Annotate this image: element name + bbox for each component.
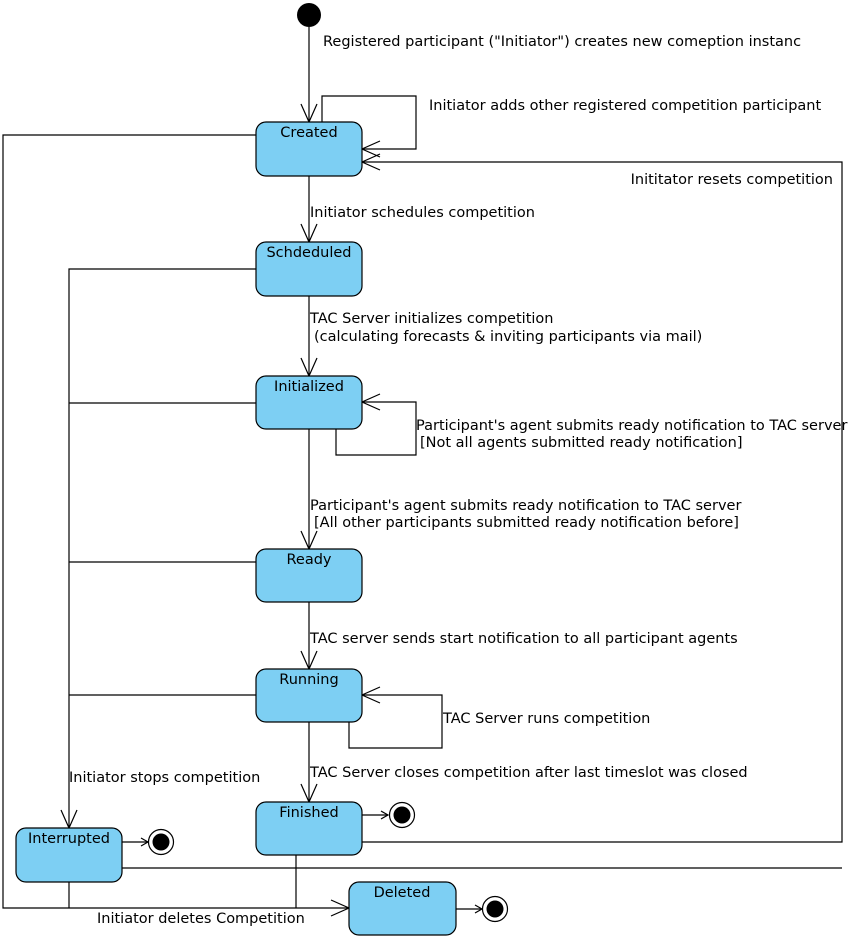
state-label: Created	[280, 125, 337, 141]
label-ready-partial: Participant's agent submits ready notifi…	[416, 418, 847, 434]
initial-node	[297, 3, 321, 27]
label-add-participant: Initiator adds other registered competit…	[429, 98, 821, 114]
label-ready-all-guard: [All other participants submitted ready …	[314, 515, 739, 531]
label-delete: Initiator deletes Competition	[97, 911, 305, 927]
state-ready: Ready	[255, 548, 363, 603]
state-label: Running	[279, 672, 338, 688]
edge-stop	[68, 268, 256, 828]
state-label: Ready	[286, 552, 331, 568]
label-ready-all: Participant's agent submits ready notifi…	[310, 498, 741, 514]
state-deleted: Deleted	[348, 881, 457, 936]
label-create: Registered participant ("Initiator") cre…	[323, 34, 801, 50]
final-node-interrupted	[147, 828, 175, 856]
label-schedule: Initiator schedules competition	[310, 205, 535, 221]
edge-reset	[362, 161, 843, 843]
label-run: TAC Server runs competition	[442, 711, 650, 727]
state-label: Deleted	[374, 885, 431, 901]
state-finished: Finished	[255, 801, 363, 856]
label-reset: Inititator resets competition	[631, 172, 833, 188]
final-node-deleted	[481, 895, 509, 923]
label-initialize: TAC Server initializes competition	[309, 311, 553, 327]
state-interrupted: Interrupted	[15, 827, 123, 883]
state-scheduled: Schdeduled	[255, 241, 363, 297]
state-label: Schdeduled	[266, 245, 351, 261]
state-initialized: Initialized	[255, 375, 363, 430]
label-initialize-detail: (calculating forecasts & inviting partic…	[314, 329, 702, 345]
edge-ready-partial	[335, 401, 417, 456]
state-label: Interrupted	[28, 831, 110, 847]
state-created: Created	[255, 121, 363, 177]
edges	[2, 27, 843, 917]
state-label: Initialized	[274, 379, 344, 395]
edge-delete	[2, 134, 349, 909]
edge-add-participant	[321, 95, 417, 150]
label-stop: Initiator stops competition	[69, 770, 260, 786]
label-start: TAC server sends start notification to a…	[309, 631, 738, 647]
label-close: TAC Server closes competition after last…	[309, 765, 748, 781]
edge-run	[348, 694, 443, 749]
state-label: Finished	[279, 805, 338, 821]
state-running: Running	[255, 668, 363, 723]
final-node-finished	[388, 801, 416, 829]
label-ready-partial-guard: [Not all agents submitted ready notifica…	[420, 435, 743, 451]
